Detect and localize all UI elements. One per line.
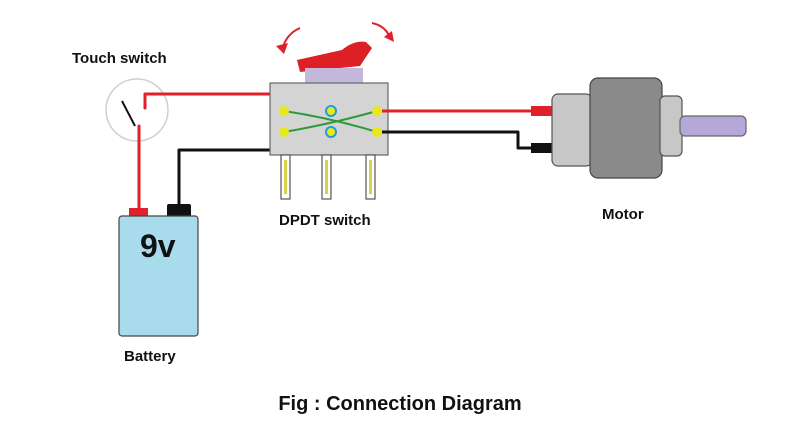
battery-positive-terminal — [129, 208, 148, 217]
motor-shaft — [679, 115, 747, 137]
dpdt-internal-link-bottom — [283, 110, 378, 133]
motor-label: Motor — [602, 206, 644, 223]
dpdt-terminal-top-left — [279, 106, 289, 116]
dpdt-switch-label: DPDT switch — [279, 212, 371, 229]
figure-caption: Fig : Connection Diagram — [278, 393, 522, 415]
wire-negative-dpdt-to-motor — [382, 130, 533, 150]
battery-body — [118, 215, 199, 337]
battery-label: Battery — [124, 348, 176, 365]
dpdt-rocker-base — [305, 68, 363, 83]
dpdt-terminal-bottom-left — [279, 127, 289, 137]
rotate-right-arrowhead — [384, 31, 394, 42]
battery-voltage-label: 9v — [140, 228, 176, 264]
touch-switch-outline — [105, 78, 169, 142]
motor-terminal-positive — [531, 106, 553, 116]
motor-terminal-negative — [531, 143, 553, 153]
dpdt-rocker — [297, 41, 372, 72]
rotate-left-arrowhead — [276, 43, 288, 54]
touch-switch-label: Touch switch — [72, 50, 167, 67]
motor-end-cap — [551, 93, 593, 167]
motor-front-cap — [659, 95, 683, 157]
touch-switch-lever — [121, 100, 136, 127]
dpdt-terminal-top-center — [325, 105, 337, 117]
dpdt-terminal-bottom-right — [372, 127, 382, 137]
motor-body — [589, 77, 663, 179]
dpdt-terminal-top-right — [372, 106, 382, 116]
dpdt-internal-link-top — [283, 110, 378, 133]
dpdt-terminal-bottom-center — [325, 126, 337, 138]
dpdt-pins — [280, 154, 376, 200]
battery-negative-terminal — [167, 204, 191, 217]
